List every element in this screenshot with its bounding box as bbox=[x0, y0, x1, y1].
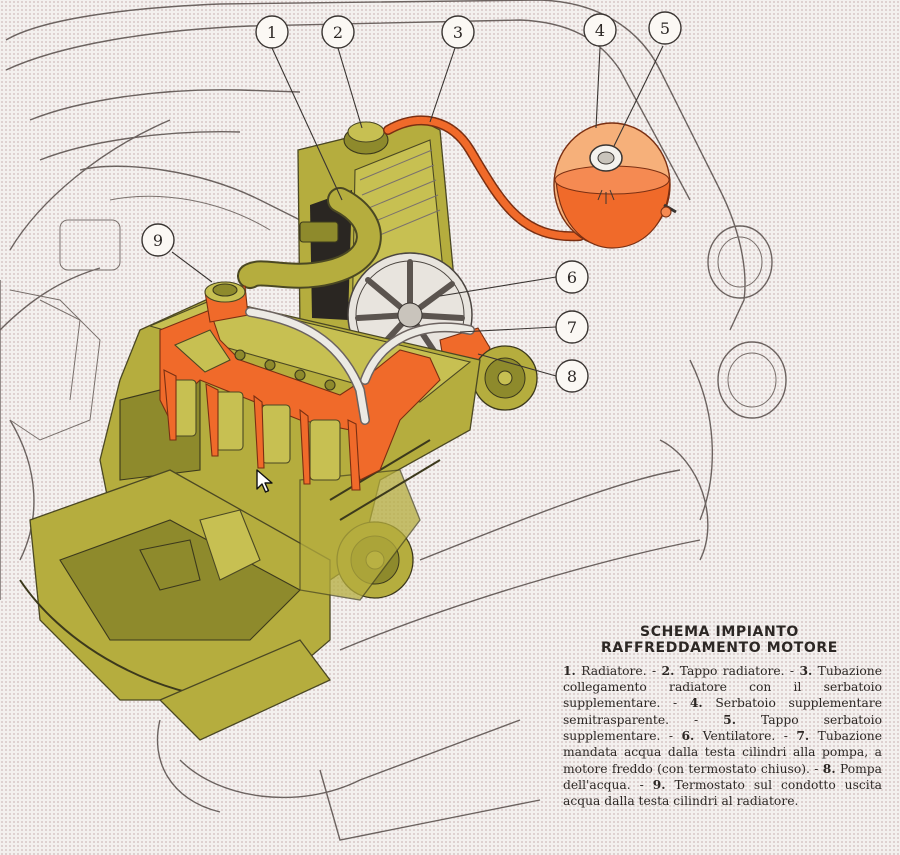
legend-item-8: 8. Pompa dell'acqua. - bbox=[563, 760, 883, 793]
cylinder-head-cutaway bbox=[159, 309, 441, 491]
legend-item-5: 5. Tappo serbatoio supplementare. - bbox=[563, 711, 882, 744]
tank-cap bbox=[589, 144, 623, 204]
callout-3: 3 bbox=[441, 15, 475, 49]
legend-item-4: 4. Serbatoio supplementare semitrasparen… bbox=[563, 695, 882, 727]
car-body-outline bbox=[0, 0, 787, 841]
svg-text:8: 8 bbox=[567, 367, 577, 386]
svg-text:4: 4 bbox=[595, 21, 605, 40]
callout-7: 7 bbox=[555, 310, 589, 344]
legend-title: SCHEMA IMPIANTO RAFFREDDAMENTO MOTORE bbox=[557, 624, 882, 656]
svg-text:3: 3 bbox=[453, 23, 463, 42]
radiator-cap bbox=[343, 121, 389, 155]
svg-text:9: 9 bbox=[153, 231, 163, 250]
legend-item-2: 2. Tappo radiatore. - bbox=[661, 663, 800, 678]
legend-item-3: 3. Tubazione collegamento radiatore con … bbox=[563, 663, 882, 711]
callout-6: 6 bbox=[555, 260, 589, 294]
callout-2: 2 bbox=[321, 15, 355, 49]
legend-item-6: 6. Ventilatore. - bbox=[681, 728, 797, 744]
radiator-hose bbox=[237, 187, 382, 289]
legend-item-9: 9. Termostato sul condotto uscita acqua … bbox=[563, 777, 882, 808]
pistons bbox=[163, 369, 361, 491]
legend-title-line2: RAFFREDDAMENTO MOTORE bbox=[601, 640, 838, 656]
overflow-pipe bbox=[383, 115, 585, 242]
callout-9: 9 bbox=[141, 223, 175, 257]
svg-text:5: 5 bbox=[660, 19, 670, 38]
legend: SCHEMA IMPIANTO RAFFREDDAMENTO MOTORE 1.… bbox=[557, 624, 882, 809]
mouse-pointer-icon bbox=[256, 469, 273, 493]
bypass-pipe bbox=[245, 307, 475, 425]
legend-title-line1: SCHEMA IMPIANTO bbox=[640, 624, 799, 640]
svg-text:2: 2 bbox=[333, 23, 343, 42]
callout-8: 8 bbox=[555, 359, 589, 393]
supplementary-tank bbox=[553, 122, 677, 249]
legend-item-1: 1. Radiatore. - bbox=[563, 663, 662, 678]
legend-body: 1. Radiatore. - 2. Tappo radiatore. - 3.… bbox=[557, 663, 882, 809]
callout-4: 4 bbox=[583, 13, 617, 47]
thermostat bbox=[204, 281, 249, 323]
callout-1: 1 bbox=[255, 15, 289, 49]
legend-item-7: 7. Tubazione mandata acqua dalla testa c… bbox=[563, 728, 883, 776]
leader-lines bbox=[171, 45, 664, 377]
callout-5: 5 bbox=[648, 11, 682, 45]
svg-text:7: 7 bbox=[567, 318, 577, 337]
svg-text:1: 1 bbox=[267, 23, 277, 42]
svg-text:6: 6 bbox=[567, 268, 577, 287]
